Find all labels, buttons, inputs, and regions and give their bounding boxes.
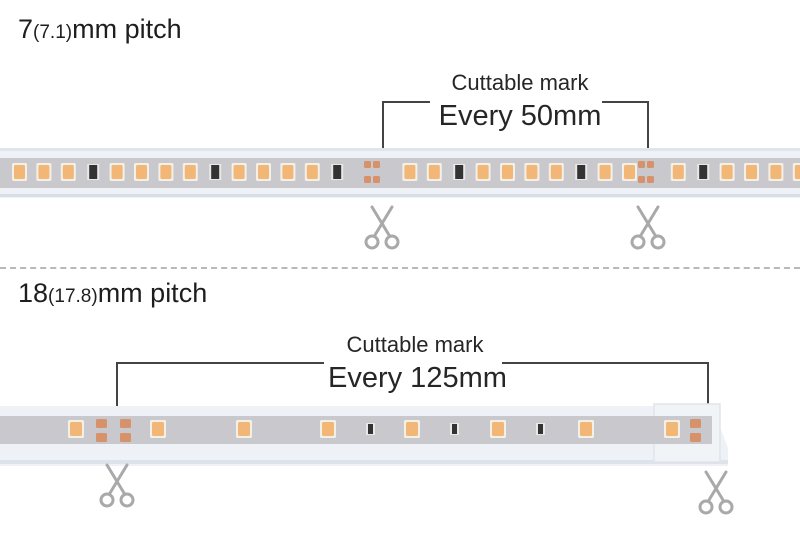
led-chip bbox=[280, 163, 296, 181]
led-chip bbox=[109, 163, 125, 181]
resistor bbox=[697, 164, 710, 180]
cut-interval-label: Every 50mm bbox=[438, 100, 602, 132]
pitch-heading-7mm: 7(7.1)mm pitch bbox=[18, 14, 182, 44]
copper-pad bbox=[690, 433, 701, 442]
scissors-icon bbox=[628, 205, 668, 251]
led-chip bbox=[719, 163, 735, 181]
led-chip bbox=[402, 163, 418, 181]
copper-pad bbox=[120, 419, 131, 428]
scissors-icon bbox=[696, 470, 736, 516]
led-chip bbox=[664, 420, 680, 438]
led-chip bbox=[304, 163, 320, 181]
led-chip bbox=[236, 420, 252, 438]
led-chip bbox=[622, 163, 637, 181]
copper-pad bbox=[690, 419, 701, 428]
led-chip bbox=[597, 163, 613, 181]
led-strip-18mm bbox=[0, 403, 728, 466]
cut-callout-50mm: Cuttable mark Every 50mm bbox=[432, 70, 608, 133]
copper-pad bbox=[638, 161, 645, 168]
resistor bbox=[331, 164, 344, 180]
scissors-icon bbox=[362, 205, 402, 251]
resistor bbox=[366, 423, 375, 435]
resistor bbox=[209, 164, 222, 180]
led-strip-7mm bbox=[0, 148, 800, 198]
copper-pad bbox=[373, 176, 380, 183]
copper-pad bbox=[96, 419, 107, 428]
leader-line bbox=[116, 362, 118, 422]
copper-pad bbox=[373, 161, 380, 168]
led-chip bbox=[68, 420, 84, 438]
led-chip bbox=[744, 163, 759, 181]
copper-pad bbox=[96, 433, 107, 442]
led-chip bbox=[150, 420, 166, 438]
led-chip bbox=[182, 163, 198, 181]
led-chip bbox=[60, 163, 76, 181]
led-chip bbox=[768, 163, 784, 181]
leader-line bbox=[502, 362, 708, 364]
led-chip bbox=[36, 163, 52, 181]
led-chip bbox=[792, 163, 800, 181]
led-chip bbox=[490, 420, 506, 438]
scissors-icon bbox=[97, 463, 137, 509]
leader-line bbox=[382, 101, 384, 163]
led-chip bbox=[404, 420, 420, 438]
led-chip bbox=[548, 163, 564, 181]
leader-line bbox=[602, 101, 648, 103]
led-chip bbox=[475, 163, 491, 181]
led-chip bbox=[320, 420, 336, 438]
led-chip bbox=[134, 163, 149, 181]
copper-pad bbox=[364, 161, 371, 168]
section-divider bbox=[0, 267, 800, 269]
copper-pad bbox=[647, 176, 654, 183]
cut-interval-label: Every 125mm bbox=[328, 362, 507, 394]
led-chip bbox=[500, 163, 515, 181]
resistor bbox=[536, 423, 545, 435]
led-chip bbox=[256, 163, 271, 181]
cuttable-mark-label: Cuttable mark bbox=[346, 332, 484, 357]
led-chip bbox=[12, 163, 27, 181]
copper-pad bbox=[120, 433, 131, 442]
leader-line bbox=[382, 101, 430, 103]
copper-pad bbox=[647, 161, 654, 168]
copper-pad bbox=[638, 176, 645, 183]
led-chip bbox=[578, 420, 594, 438]
led-chip bbox=[158, 163, 174, 181]
leader-line bbox=[647, 101, 649, 163]
led-chip bbox=[426, 163, 442, 181]
led-chip bbox=[670, 163, 686, 181]
copper-pad bbox=[364, 176, 371, 183]
led-chip bbox=[231, 163, 247, 181]
resistor bbox=[450, 423, 459, 435]
led-chip bbox=[524, 163, 540, 181]
leader-line bbox=[707, 362, 709, 418]
pitch-heading-18mm: 18(17.8)mm pitch bbox=[18, 278, 208, 308]
leader-line bbox=[116, 362, 324, 364]
resistor bbox=[575, 164, 588, 180]
cuttable-mark-label: Cuttable mark bbox=[451, 70, 589, 95]
resistor bbox=[453, 164, 466, 180]
cut-callout-125mm: Cuttable mark Every 125mm bbox=[328, 332, 507, 395]
resistor bbox=[87, 164, 100, 180]
